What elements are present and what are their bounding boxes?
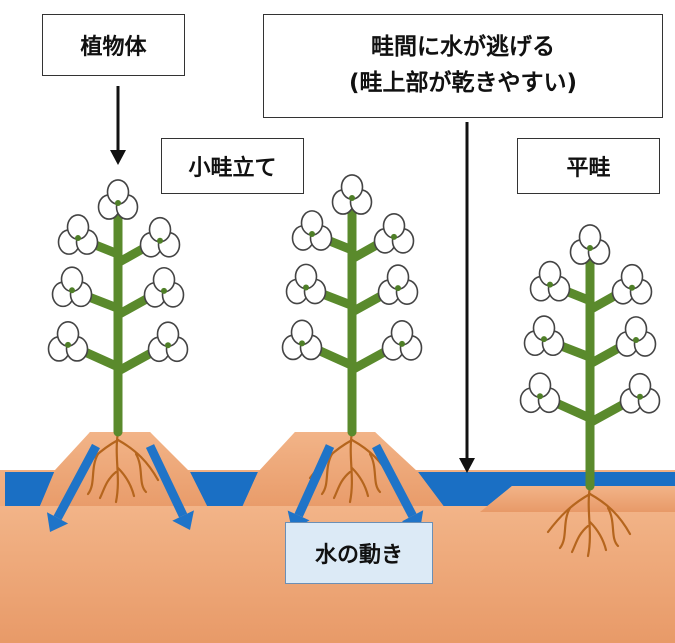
- small-ridge-text: 小畦立て: [188, 156, 277, 181]
- cotton-boll-icon: [611, 263, 653, 305]
- water-layer: [5, 472, 55, 512]
- cotton-boll-icon: [523, 315, 565, 357]
- cotton-boll-icon: [51, 266, 93, 308]
- cotton-boll-icon: [147, 321, 189, 363]
- water-layer-3: [418, 472, 675, 512]
- cotton-boll-icon: [281, 319, 323, 361]
- cotton-boll-icon: [47, 321, 89, 362]
- cotton-boll-icon: [619, 372, 661, 414]
- flat-ridge-label: 平畦: [517, 138, 660, 194]
- water-escape-label: 畦間に水が逃げる (畦上部が乾きやすい): [263, 14, 663, 118]
- water-movement-label: 水の動き: [285, 522, 433, 584]
- blue-arrow-icon: [145, 444, 194, 530]
- plant-body-text: 植物体: [80, 35, 147, 60]
- small-ridge-label: 小畦立て: [161, 138, 304, 194]
- cotton-boll-icon: [381, 319, 423, 361]
- cotton-boll-icon: [291, 210, 333, 251]
- cotton-plant: [47, 179, 189, 504]
- cotton-plant: [519, 224, 661, 558]
- cotton-plant: [281, 174, 423, 504]
- cotton-boll-icon: [377, 264, 419, 305]
- cotton-boll-icon: [139, 216, 181, 258]
- cotton-boll-icon: [97, 179, 139, 220]
- cotton-boll-icon: [373, 212, 415, 254]
- down-arrow-icon: [110, 86, 126, 165]
- cotton-boll-icon: [529, 260, 571, 302]
- cotton-boll-icon: [615, 316, 657, 357]
- water-layer-2: [190, 472, 258, 512]
- water-movement-text: 水の動き: [314, 543, 403, 568]
- flat-ridge-text: 平畦: [566, 156, 611, 181]
- cotton-boll-icon: [569, 224, 611, 265]
- blue-arrow-icon: [46, 443, 100, 532]
- cotton-boll-icon: [285, 263, 327, 305]
- water-escape-line1: 畦間に水が逃げる: [371, 34, 555, 61]
- cotton-boll-icon: [519, 372, 561, 414]
- root-system: [546, 484, 632, 558]
- soil-right-flat: [480, 486, 675, 512]
- cotton-boll-icon: [57, 214, 99, 255]
- plant-body-label: 植物体: [42, 14, 185, 76]
- root-system: [74, 430, 160, 504]
- cotton-boll-icon: [143, 266, 185, 308]
- cotton-boll-icon: [331, 174, 373, 215]
- down-arrow-icon: [459, 122, 475, 473]
- water-escape-line2: (畦上部が乾きやすい): [348, 70, 578, 96]
